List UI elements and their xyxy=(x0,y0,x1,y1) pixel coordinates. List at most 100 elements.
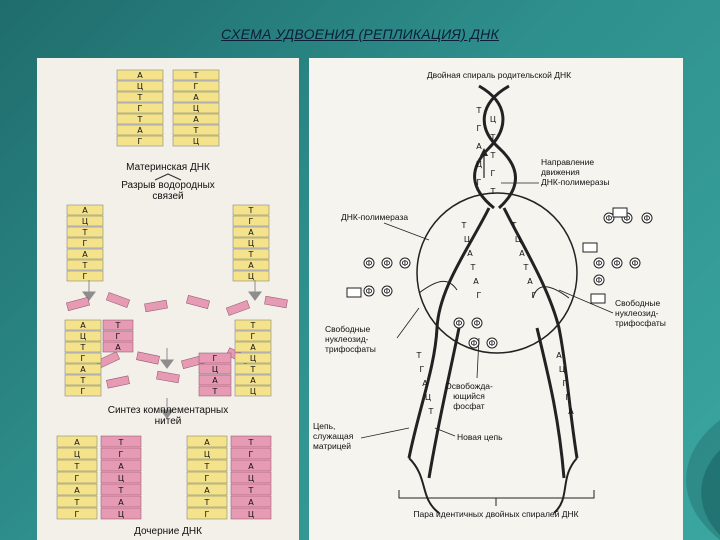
maternal-strand-b xyxy=(172,80,220,92)
daughter-left-old-segment xyxy=(56,471,98,484)
daughter-right-old-base: Ц xyxy=(204,450,210,459)
maternal-base-b: Г xyxy=(194,82,199,91)
mid-right-template-base: А xyxy=(250,376,256,385)
helix-bottom-base: Г xyxy=(566,393,571,402)
mid-right-template-segment xyxy=(234,352,272,364)
maternal-strand-a xyxy=(116,135,164,147)
mid-right-new-segment xyxy=(198,374,232,386)
mid-right-template-segment xyxy=(234,363,272,375)
free-nucleotide xyxy=(156,370,180,384)
identical-pair-label: Пара идентичных двойных спиралей ДНК xyxy=(413,509,578,519)
helix-top-base: Г xyxy=(477,178,482,187)
maternal-base-a: Г xyxy=(138,137,143,146)
phosphate-symbol: Ф xyxy=(384,259,391,268)
separated-right-segment xyxy=(232,259,270,271)
daughter-left-old-base: Г xyxy=(75,510,80,519)
daughter-right-new-segment xyxy=(230,471,272,484)
helix-strand xyxy=(482,84,517,210)
down-arrow-icon xyxy=(82,280,96,301)
maternal-base-a: А xyxy=(137,71,143,80)
bracket-line xyxy=(398,490,595,506)
phosphate-label-1: Освобожда- xyxy=(445,381,493,391)
maternal-strand-b xyxy=(172,102,220,114)
daughter-right-old-base: Т xyxy=(204,462,210,471)
nucleotide-box xyxy=(590,293,606,304)
mid-right-new-segment xyxy=(198,363,232,375)
daughter-left-old-base: А xyxy=(74,486,80,495)
mid-left-template-base: Т xyxy=(80,343,86,352)
separated-left-segment xyxy=(66,215,104,227)
helix-bottom-base: Т xyxy=(428,407,434,416)
maternal-base-b: Ц xyxy=(193,104,199,113)
direction-label-2: движения xyxy=(541,167,580,177)
mid-left-template-base: Г xyxy=(81,387,86,396)
maternal-strand-a xyxy=(116,69,164,81)
mid-left-new-base: А xyxy=(115,343,121,352)
maternal-base-b: Ц xyxy=(193,137,199,146)
separated-right-segment xyxy=(232,248,270,260)
daughter-right-new-base: Т xyxy=(248,486,254,495)
circle-base: Ц xyxy=(464,235,470,244)
daughter-right-new-base: А xyxy=(248,498,254,507)
helix-bottom-base: А xyxy=(422,379,428,388)
mid-right-template-base: А xyxy=(250,343,256,352)
separated-left-segment xyxy=(66,226,104,238)
mid-left-template-base: А xyxy=(80,321,86,330)
synthesis-label-1: Синтез комплементарных xyxy=(108,405,229,416)
mid-right-template-segment xyxy=(234,341,272,353)
maternal-dna-label: Материнская ДНК xyxy=(126,162,210,173)
daughter-left-old-segment xyxy=(56,495,98,508)
free-nucleotides-left-2: нуклеозид- xyxy=(325,334,369,344)
template-strand-right xyxy=(502,207,579,459)
helix-bottom-base: Ц xyxy=(559,365,565,374)
phosphate-symbol: Ф xyxy=(632,259,639,268)
circle-base: Г xyxy=(477,291,482,300)
break-bonds-label-2: связей xyxy=(152,191,183,202)
daughter-left-old-segment xyxy=(56,447,98,460)
separated-left-base: Ц xyxy=(82,217,88,226)
maternal-strand-b xyxy=(172,91,220,103)
new-strand-right xyxy=(535,327,566,479)
circle-base: Ц xyxy=(515,235,521,244)
separated-right-segment xyxy=(232,215,270,227)
nucleotide-box xyxy=(346,287,362,298)
free-nucleotide xyxy=(225,300,251,316)
phosphate-circle xyxy=(363,285,375,297)
separated-right-segment xyxy=(232,237,270,249)
daughter-left-new-segment xyxy=(100,471,142,484)
helix-top-base: Т xyxy=(476,106,482,115)
helix-top-base: Т xyxy=(490,151,496,160)
daughter-right-old-segment xyxy=(186,471,228,484)
template-chain-label-3: матрицей xyxy=(313,441,351,451)
down-arrow-icon xyxy=(160,398,174,419)
daughter-left-old-base: Г xyxy=(75,474,80,483)
separated-left-segment xyxy=(66,270,104,282)
phosphate-circle xyxy=(381,285,393,297)
helix-bottom-base: А xyxy=(568,407,574,416)
maternal-base-b: А xyxy=(193,115,199,124)
daughter-left-old-segment xyxy=(56,483,98,496)
mid-left-template-base: Т xyxy=(80,376,86,385)
phosphate-symbol: Ф xyxy=(471,339,478,348)
daughter-right-new-base: Ц xyxy=(248,510,254,519)
mid-left-new-segment xyxy=(102,330,134,342)
phosphate-circle xyxy=(641,212,653,224)
leader-line xyxy=(558,289,614,314)
mid-left-new-base: Г xyxy=(116,332,121,341)
phosphate-circle xyxy=(611,257,623,269)
helix-bottom-base: Г xyxy=(563,379,568,388)
phosphate-circle xyxy=(603,212,615,224)
mid-left-new-segment xyxy=(102,319,134,331)
phosphate-circle xyxy=(453,317,465,329)
separated-right-segment xyxy=(232,226,270,238)
separated-left-segment xyxy=(66,237,104,249)
free-nucleotides-right-2: нуклеозид- xyxy=(615,308,659,318)
free-nucleotide xyxy=(106,375,130,389)
daughter-helix-right xyxy=(553,457,578,514)
mid-right-template-base: Ц xyxy=(250,387,256,396)
down-arrow-icon xyxy=(160,348,174,369)
daughter-left-old-segment xyxy=(56,459,98,472)
leader-line xyxy=(360,427,410,439)
daughter-right-new-segment xyxy=(230,459,272,472)
